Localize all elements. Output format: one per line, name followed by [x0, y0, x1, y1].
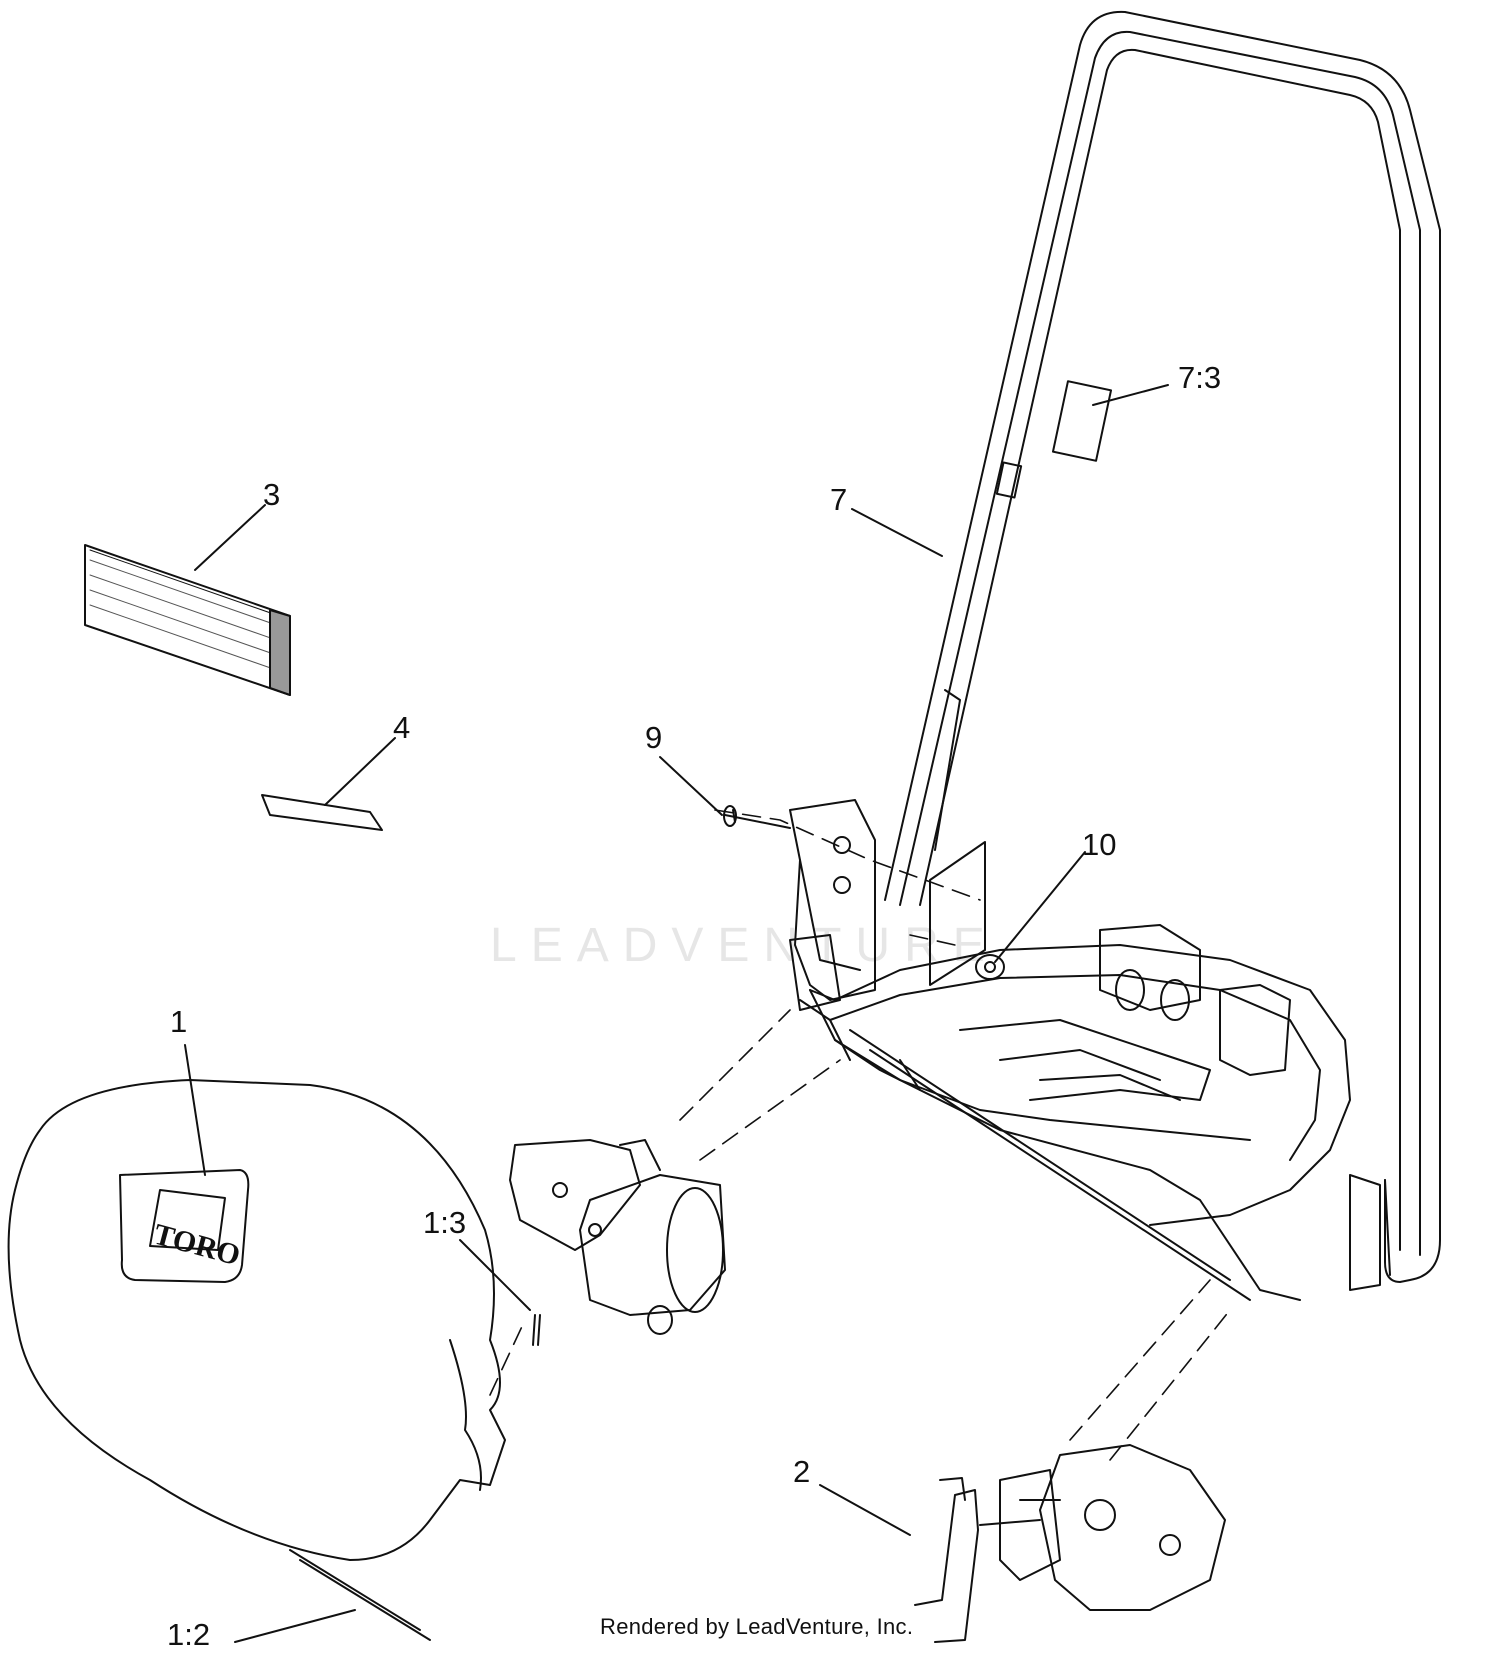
callout-3: 3: [263, 477, 280, 512]
pin-part-2: [914, 1477, 1041, 1643]
leader-7: [851, 508, 943, 557]
callout-1-2: 1:2: [167, 1617, 210, 1652]
decal-3: [84, 544, 291, 696]
callout-7: 7: [830, 482, 847, 517]
watermark-text: LEADVENTURE: [490, 919, 999, 972]
callout-labels: 3 4 1 1:3 1:2 2 9 10 7 7:3: [167, 360, 1221, 1652]
leader-2: [819, 1484, 911, 1536]
leader-10: [994, 851, 1086, 963]
leader-1: [184, 1044, 206, 1176]
bolt-9: [723, 805, 791, 829]
right-pivot-housing: [999, 1444, 1226, 1611]
callout-2: 2: [793, 1454, 810, 1489]
leader-1-2: [234, 1609, 356, 1643]
decal-7-3: [1051, 380, 1113, 462]
callout-7-3: 7:3: [1178, 360, 1221, 395]
alignment-lines: [489, 809, 1231, 1461]
callout-1-3: 1:3: [423, 1205, 466, 1240]
mower-frame: [789, 924, 1351, 1301]
callout-4: 4: [393, 710, 410, 745]
leader-4: [324, 737, 396, 806]
leader-3: [194, 504, 266, 571]
bag-logo-text: TORO: [150, 1218, 243, 1273]
grass-bag: [7, 1079, 506, 1641]
bag-strap-1-2: [289, 1549, 431, 1641]
hoop-label-small: [995, 461, 1023, 499]
leader-9: [659, 756, 723, 816]
render-credit: Rendered by LeadVenture, Inc.: [600, 1614, 914, 1639]
leader-7-3: [1092, 384, 1169, 406]
nut-10: [975, 954, 1005, 980]
leader-1-3: [459, 1239, 531, 1311]
callout-9: 9: [645, 720, 662, 755]
rops-hoop: [884, 10, 1441, 1291]
seat-bracket: [789, 799, 876, 1001]
bag-logo-patch: [119, 1169, 250, 1283]
callout-1: 1: [170, 1004, 187, 1039]
leader-lines: [184, 384, 1169, 1643]
bag-clip-1-3: [532, 1314, 541, 1346]
rops-mount-plate: [929, 841, 986, 986]
callout-10: 10: [1082, 827, 1116, 862]
left-pivot-housing: [509, 1139, 726, 1335]
decal-4: [261, 794, 383, 831]
frame-bracket: [1099, 924, 1201, 1011]
